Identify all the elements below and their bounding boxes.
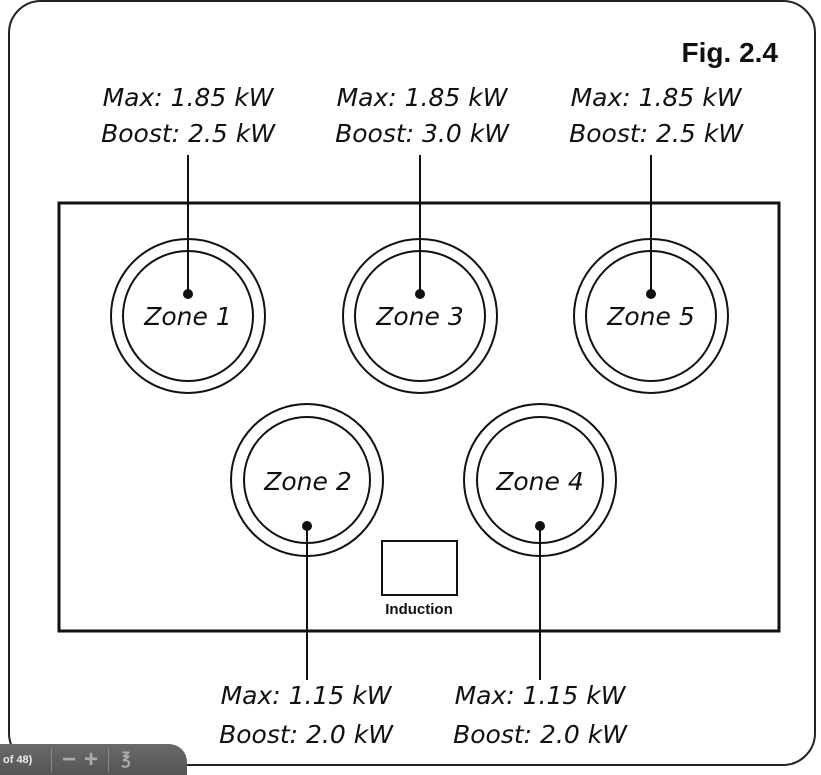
- zone-max-label: Max: 1.85 kW: [571, 83, 743, 112]
- zone-3: Zone 3 Max: 1.85 kW Boost: 3.0 kW: [335, 83, 510, 394]
- zone-max-label: Max: 1.15 kW: [455, 681, 627, 710]
- zone-5: Zone 5 Max: 1.85 kW Boost: 2.5 kW: [569, 83, 744, 394]
- zoom-in-plus-icon[interactable]: +: [83, 745, 98, 773]
- zone-boost-label: Boost: 3.0 kW: [335, 119, 510, 148]
- zone-2: Zone 2 Max: 1.15 kW Boost: 2.0 kW: [219, 403, 394, 749]
- zone-boost-label: Boost: 2.5 kW: [101, 119, 276, 148]
- divider: [51, 747, 52, 772]
- zone-boost-label: Boost: 2.0 kW: [219, 720, 394, 749]
- zone-name: Zone 5: [606, 302, 695, 331]
- divider: [108, 747, 109, 772]
- page-count: of 48): [3, 753, 33, 766]
- figure-border: [8, 0, 816, 766]
- zone-name: Zone 1: [143, 302, 232, 331]
- pdf-viewer-toolbar: of 48) − + ℥: [0, 744, 187, 775]
- zone-4: Zone 4 Max: 1.15 kW Boost: 2.0 kW: [453, 403, 628, 749]
- induction-label: Induction: [385, 601, 453, 618]
- zone-boost-label: Boost: 2.0 kW: [453, 720, 628, 749]
- zoom-out-minus-icon[interactable]: −: [61, 745, 76, 773]
- zone-max-label: Max: 1.85 kW: [103, 83, 275, 112]
- zone-name: Zone 4: [495, 467, 584, 496]
- figure-label: Fig. 2.4: [682, 37, 779, 68]
- zone-name: Zone 3: [375, 302, 464, 331]
- zone-max-label: Max: 1.15 kW: [221, 681, 393, 710]
- zone-boost-label: Boost: 2.5 kW: [569, 119, 744, 148]
- zone-max-label: Max: 1.85 kW: [337, 83, 509, 112]
- zone-name: Zone 2: [263, 467, 352, 496]
- acrobat-icon[interactable]: ℥: [121, 750, 131, 768]
- zone-1: Zone 1 Max: 1.85 kW Boost: 2.5 kW: [101, 83, 276, 394]
- control-panel-box: [381, 540, 458, 596]
